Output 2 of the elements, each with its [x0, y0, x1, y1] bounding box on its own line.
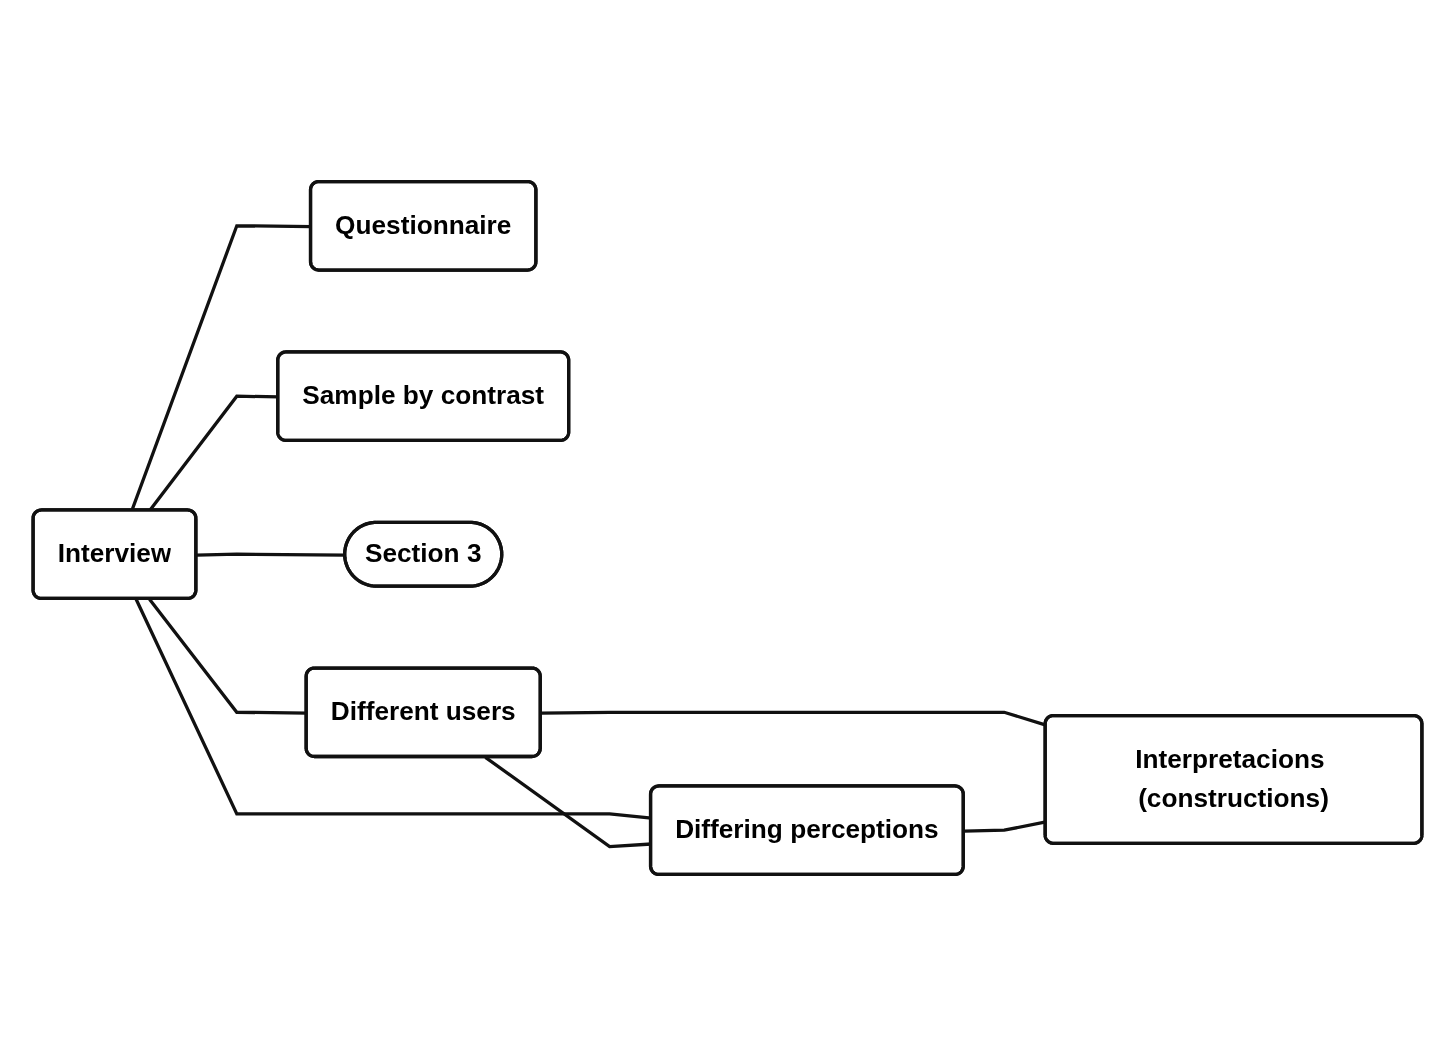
connector: [196, 552, 346, 557]
connector: [484, 756, 652, 849]
